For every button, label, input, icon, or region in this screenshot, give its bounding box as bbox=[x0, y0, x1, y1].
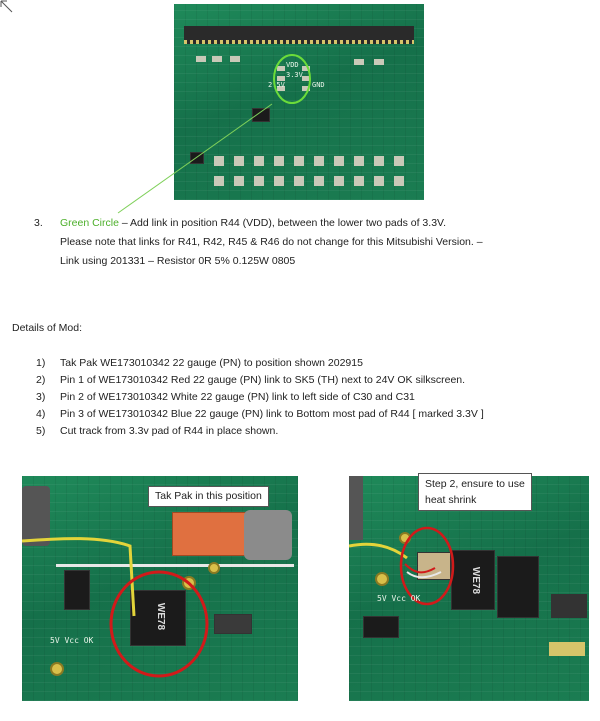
inductor bbox=[349, 476, 363, 540]
connector-pins bbox=[184, 40, 414, 44]
silk-label-gnd: GND bbox=[312, 81, 325, 89]
smd-transistor bbox=[252, 108, 270, 122]
silk-line bbox=[56, 564, 294, 567]
heat-shrink-callout: Step 2, ensure to use heat shrink bbox=[418, 473, 532, 511]
list-item: 3)Pin 2 of WE173010342 White 22 gauge (P… bbox=[36, 391, 415, 403]
silk-label-5v-vcc-ok: 5V Vcc OK bbox=[50, 636, 94, 645]
wire-bundle bbox=[349, 526, 455, 606]
green-circle-marker bbox=[273, 54, 311, 104]
inductor bbox=[22, 486, 50, 546]
ic-chip bbox=[363, 616, 399, 638]
list-item: 1)Tak Pak WE173010342 22 gauge (PN) to p… bbox=[36, 357, 363, 369]
tak-pak-chip: WE78 bbox=[130, 590, 186, 646]
ic-chip bbox=[497, 556, 539, 618]
smd-component bbox=[551, 594, 587, 618]
top-pcb-photo: VDD 3.3V 2.5V GND bbox=[174, 4, 424, 200]
right-pcb-photo: WE78 5V Vcc OK bbox=[349, 476, 589, 701]
mod-list: 1)Tak Pak WE173010342 22 gauge (PN) to p… bbox=[36, 355, 484, 440]
pad-row bbox=[214, 156, 414, 166]
silk-label-3v3: 3.3V bbox=[286, 71, 303, 79]
tak-pak-callout: Tak Pak in this position bbox=[148, 486, 269, 507]
step3-line2: Please note that links for R41, R42, R45… bbox=[60, 236, 483, 248]
red-circle-marker bbox=[109, 570, 209, 678]
details-heading: Details of Mod: bbox=[12, 322, 83, 334]
cursor-icon bbox=[0, 0, 13, 13]
list-item: 4)Pin 3 of WE173010342 Blue 22 gauge (PN… bbox=[36, 408, 484, 420]
silk-label-2v5: 2.5V bbox=[268, 81, 285, 89]
green-circle-highlight: Green Circle bbox=[60, 217, 119, 229]
red-circle-marker bbox=[399, 526, 455, 606]
step3-number: 3. bbox=[34, 217, 43, 229]
silk-label-vdd: VDD bbox=[286, 61, 299, 69]
silk-label-5v-vcc-ok: 5V Vcc OK bbox=[377, 594, 421, 603]
list-item: 2)Pin 1 of WE173010342 Red 22 gauge (PN)… bbox=[36, 374, 466, 386]
step3-line3: Link using 201331 – Resistor 0R 5% 0.125… bbox=[60, 255, 296, 267]
step3-line1-text: – Add link in position R44 (VDD), betwee… bbox=[118, 217, 446, 229]
list-item: 5)Cut track from 3.3v pad of R44 in plac… bbox=[36, 425, 279, 437]
smd-component bbox=[214, 614, 252, 634]
left-pcb-photo: WE78 5V Vcc OK bbox=[22, 476, 298, 701]
connector bbox=[549, 642, 585, 656]
step3-line1: Green Circle – Add link in position R44 … bbox=[60, 215, 446, 231]
ic-chip bbox=[64, 570, 90, 610]
pad-row bbox=[214, 176, 414, 186]
inductor-right bbox=[244, 510, 292, 560]
yellow-wire bbox=[22, 537, 209, 678]
